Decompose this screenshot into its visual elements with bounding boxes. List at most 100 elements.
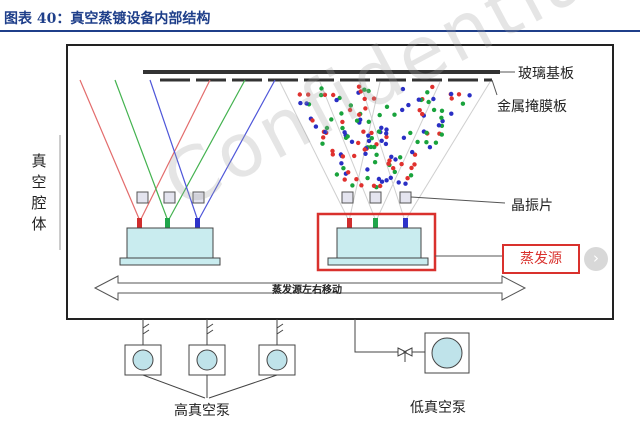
right-evaporation-source: [316, 212, 437, 272]
vapor-particle: [392, 112, 397, 117]
vapor-particle: [379, 138, 384, 143]
vapor-particle: [430, 84, 435, 90]
vapor-particle: [409, 165, 414, 171]
pump-2: [188, 319, 226, 376]
vapor-particle: [431, 107, 437, 113]
vapor-particle: [340, 119, 345, 125]
vapor-particle: [387, 158, 392, 163]
crystal-sensor: [136, 191, 149, 204]
vapor-particle: [352, 153, 357, 159]
vapor-particle: [392, 169, 397, 175]
vapor-particle: [449, 96, 454, 101]
vapor-particle: [431, 96, 436, 102]
vapor-particle: [366, 119, 371, 125]
chevron-right-icon[interactable]: ›: [584, 247, 608, 271]
vapor-particle: [425, 90, 430, 95]
vapor-particle: [389, 154, 394, 159]
crystal-leader: [410, 196, 506, 204]
vapor-particle: [320, 141, 325, 146]
crystal-sensor: [399, 191, 412, 204]
vapor-particle: [396, 180, 401, 185]
vapor-particle: [358, 89, 363, 94]
vapor-particle: [348, 103, 353, 108]
vapor-particle: [298, 100, 303, 106]
crystal-sensor: [369, 191, 382, 204]
vapor-particle: [319, 86, 324, 91]
title-rule: [0, 30, 640, 32]
crystal-label: 晶振片: [511, 198, 553, 214]
vapor-particle: [363, 151, 368, 156]
source-highlight-box: [316, 212, 437, 272]
crystal-sensor: [192, 191, 205, 204]
vapor-particle: [341, 166, 346, 171]
vacuum-chamber: [66, 44, 614, 320]
vapor-particle: [377, 112, 382, 118]
vapor-particle: [415, 139, 420, 145]
vapor-particle: [379, 179, 385, 184]
vapor-particle: [329, 117, 334, 122]
vapor-particle: [354, 118, 360, 123]
vapor-particle: [449, 111, 454, 116]
vapor-particle: [306, 92, 311, 97]
vapor-particle: [403, 181, 408, 186]
vapor-particle: [433, 140, 439, 145]
vapor-particle: [349, 139, 355, 144]
figure-header: 图表 40：真空蒸镀设备内部结构: [0, 0, 640, 36]
vapor-particle: [313, 124, 319, 129]
mask-leader: [491, 79, 498, 96]
vapor-particle: [342, 177, 347, 182]
vapor-particle: [376, 129, 382, 134]
vapor-particle: [368, 144, 374, 150]
glass-substrate-label: 玻璃基板: [518, 66, 574, 82]
vapor-particle: [372, 160, 378, 165]
crystal-sensor: [341, 191, 354, 204]
left-crystals: [136, 191, 205, 204]
vapor-particle: [330, 152, 335, 157]
vapor-particle: [410, 149, 415, 155]
vapor-particle: [439, 108, 445, 114]
vapor-particle: [456, 92, 462, 97]
vapor-particles: [297, 84, 472, 190]
vapor-particle: [427, 145, 433, 150]
vapor-particle: [376, 176, 382, 182]
vapor-particle: [467, 93, 472, 98]
vapor-particle: [362, 147, 367, 152]
vapor-particle: [339, 111, 344, 116]
vapor-particle: [321, 135, 326, 140]
vapor-particle: [330, 148, 335, 154]
vapor-particle: [374, 152, 379, 157]
vapor-particle: [460, 101, 466, 106]
vapor-particle: [324, 125, 330, 131]
vapor-particle: [424, 140, 429, 145]
vapor-particle: [384, 127, 389, 132]
vapor-particle: [362, 87, 367, 92]
vapor-particle: [354, 177, 359, 182]
vapor-particle: [400, 107, 405, 113]
left-rays: [79, 79, 276, 222]
vapor-particle: [439, 132, 444, 137]
vapor-particle: [408, 173, 414, 178]
vapor-particle: [369, 136, 374, 141]
vapor-particle: [383, 141, 389, 147]
vapor-particle: [356, 84, 362, 89]
vapor-particle: [366, 88, 371, 94]
pump-3: [258, 319, 296, 376]
vapor-particle: [369, 130, 374, 136]
vapor-particle: [416, 97, 421, 102]
vapor-particle: [346, 170, 351, 175]
vapor-particle: [417, 108, 422, 113]
vapor-particle: [391, 166, 396, 171]
vapor-particle: [436, 123, 442, 128]
vapor-particle: [371, 183, 377, 188]
vapor-particle: [322, 92, 328, 98]
vapor-particle: [323, 129, 328, 135]
chamber-label: 真空腔体: [31, 152, 47, 233]
vapor-particle: [412, 152, 418, 157]
vapor-particle: [426, 99, 431, 105]
vapor-particle: [420, 111, 425, 117]
vapor-particle: [304, 101, 309, 106]
vapor-particle: [363, 106, 368, 111]
vapor-particle: [384, 104, 390, 110]
vapor-particle: [356, 140, 361, 146]
